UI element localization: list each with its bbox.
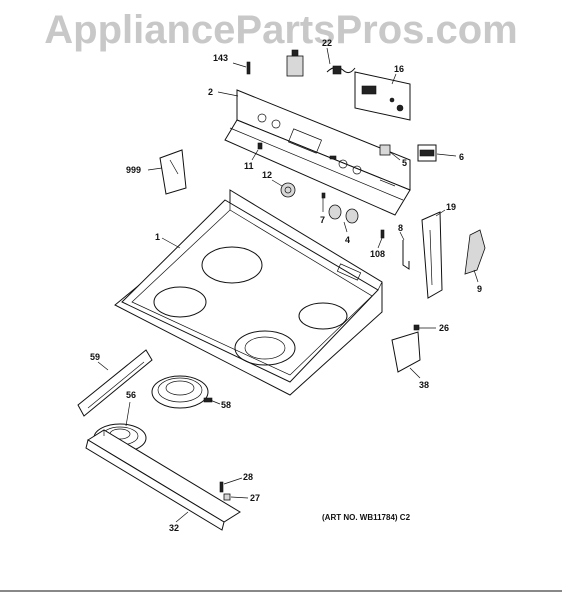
callout-19: 19	[446, 202, 456, 212]
trim-strip-59	[77, 349, 153, 417]
screw-143	[246, 61, 251, 75]
callout-12: 12	[262, 170, 272, 180]
relay-part	[286, 49, 304, 77]
clip-7	[321, 192, 326, 199]
callout-labels: 143 22 16 2 999 11 12 5 6 7 4 19 8 108 1…	[90, 38, 482, 533]
hinge-38	[391, 331, 421, 373]
control-board-16	[354, 71, 411, 121]
callout-38: 38	[419, 380, 429, 390]
wire-harness-22	[326, 65, 356, 75]
surface-unit-58	[151, 375, 213, 409]
infinite-switch-6	[417, 144, 437, 162]
end-cap-9	[464, 229, 486, 275]
callout-22: 22	[322, 38, 332, 48]
screw-108	[380, 229, 385, 239]
callout-8: 8	[398, 223, 403, 233]
callout-11: 11	[244, 161, 254, 171]
callout-1: 1	[155, 232, 160, 242]
callout-9: 9	[477, 284, 482, 294]
callout-2: 2	[208, 87, 213, 97]
callout-58: 58	[221, 400, 231, 410]
callout-16: 16	[394, 64, 404, 74]
clip-27	[223, 493, 231, 501]
callout-59: 59	[90, 352, 100, 362]
callout-143: 143	[213, 53, 228, 63]
control-panel-backsplash	[224, 89, 411, 216]
screw-28	[219, 481, 224, 493]
knob-12	[280, 182, 296, 198]
callout-4: 4	[345, 235, 350, 245]
art-number: (ART NO. WB11784) C2	[322, 513, 411, 522]
switch-5	[379, 144, 391, 156]
callout-6: 6	[459, 152, 464, 162]
cooktop-main-top	[114, 189, 383, 396]
callout-999: 999	[126, 165, 141, 175]
callout-5: 5	[402, 158, 407, 168]
callout-56: 56	[126, 390, 136, 400]
side-trim-19	[421, 211, 443, 299]
knobs-4	[328, 204, 359, 224]
screw-26	[413, 324, 420, 331]
bracket-8	[402, 240, 410, 270]
callout-27: 27	[250, 493, 260, 503]
callout-32: 32	[169, 523, 179, 533]
burner-box-32	[85, 429, 241, 531]
callout-26: 26	[439, 323, 449, 333]
literature-999	[159, 149, 187, 195]
leader-lines	[97, 47, 479, 523]
callout-108: 108	[370, 249, 385, 259]
callout-28: 28	[243, 472, 253, 482]
callout-7: 7	[320, 215, 325, 225]
watermark: AppliancePartsPros.com	[44, 8, 518, 52]
clip-11	[257, 142, 263, 150]
